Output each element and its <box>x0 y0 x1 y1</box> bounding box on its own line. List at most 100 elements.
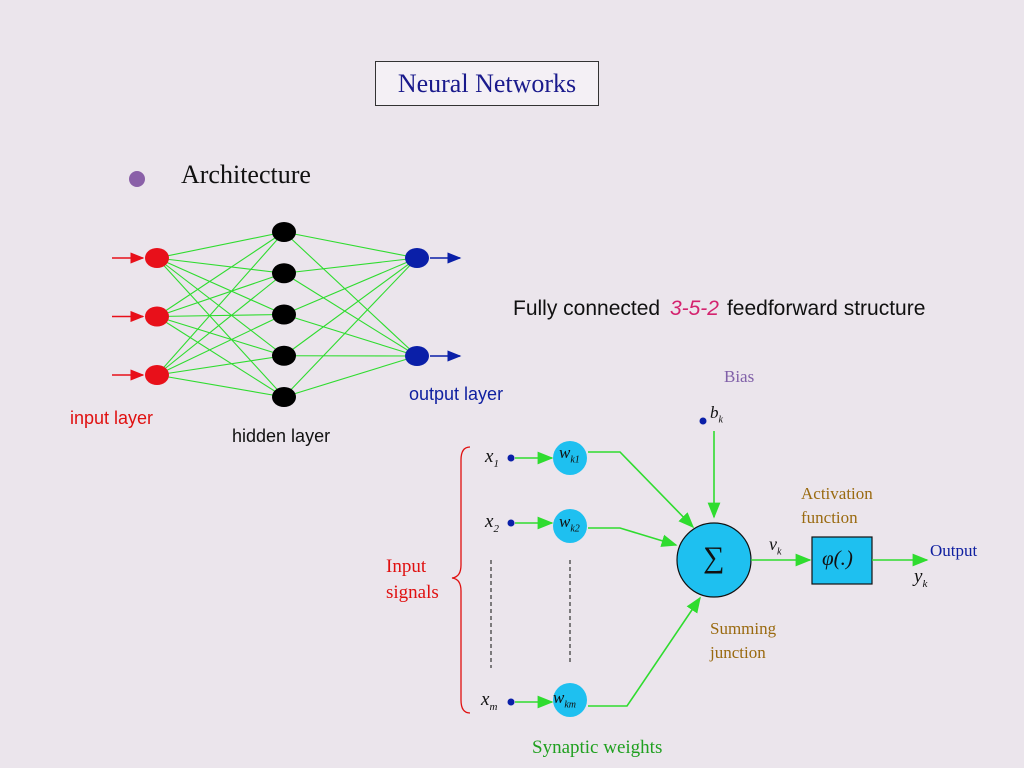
weight-node-m <box>553 683 587 717</box>
connection-in3-h5 <box>156 374 285 398</box>
connection-h2-out2 <box>283 272 418 357</box>
connection-h3-out2 <box>283 313 418 357</box>
w1-main: w <box>559 443 571 462</box>
connection-in2-h3 <box>156 313 285 318</box>
mlp-nodes <box>145 222 429 407</box>
input-signals-line1: Input <box>386 556 427 577</box>
vk-main: v <box>769 534 777 554</box>
arrow-w2-sum <box>588 527 678 547</box>
connection-in1-h4 <box>156 257 285 357</box>
output-node-1 <box>405 248 429 268</box>
hidden-node-3 <box>272 304 296 325</box>
sigma-icon: ∑ <box>703 541 725 574</box>
output-label: Output <box>930 541 978 560</box>
input-node-2 <box>145 306 169 327</box>
input-signals-brace <box>451 446 471 714</box>
wm-sub: km <box>564 699 577 711</box>
x2-main: x <box>485 511 494 532</box>
connection-in1-h3 <box>156 257 285 316</box>
input-signals-label: Input signals <box>386 554 439 606</box>
weight-node-1 <box>553 441 587 475</box>
output-node-2 <box>405 346 429 366</box>
yk-main: y <box>914 566 923 587</box>
connection-h5-out2 <box>283 355 418 398</box>
w2-sub: k2 <box>570 523 580 535</box>
caption-structure: 3-5-2 <box>669 297 719 320</box>
connection-h1-out1 <box>283 231 418 259</box>
input-dot-2 <box>507 519 515 527</box>
structure-caption: Fully connected 3-5-2 feedforward structu… <box>513 297 925 321</box>
connection-in2-h1 <box>156 231 285 317</box>
summing-junction-label: Summing junction <box>710 617 776 665</box>
connection-in1-h5 <box>156 257 285 398</box>
bias-symbol: bk <box>710 403 723 425</box>
bias-symbol-main: b <box>710 403 719 422</box>
summing-line2: junction <box>710 643 766 662</box>
mlp-connections <box>156 231 418 398</box>
w2-main: w <box>559 512 571 531</box>
hidden-node-4 <box>272 345 296 366</box>
input-signals-line2: signals <box>386 582 439 603</box>
weight-w1-label: wk1 <box>559 443 580 465</box>
section-heading: Architecture <box>181 160 311 189</box>
input-node-1 <box>145 248 169 268</box>
input-x1-label: x1 <box>485 446 499 470</box>
caption-suffix: feedforward structure <box>726 297 926 320</box>
xm-main: x <box>481 689 490 710</box>
caption-prefix: Fully connected <box>513 297 661 320</box>
connection-in2-h2 <box>156 272 285 318</box>
hidden-node-5 <box>272 387 296 407</box>
input-dot-m <box>507 698 515 706</box>
input-layer-label: input layer <box>70 408 154 428</box>
connection-in3-h4 <box>156 355 285 376</box>
w1-sub: k1 <box>570 454 580 466</box>
connection-h1-out2 <box>283 231 418 357</box>
arrow-wm-sum <box>588 596 701 707</box>
yk-sub: k <box>922 577 928 590</box>
connection-h3-out1 <box>283 257 418 316</box>
xm-sub: m <box>489 700 498 713</box>
connection-in2-h4 <box>156 315 285 357</box>
activation-function-label: Activation function <box>801 482 873 530</box>
input-node-3 <box>145 365 169 385</box>
hidden-layer-label: hidden layer <box>232 426 331 446</box>
weight-w2-label: wk2 <box>559 512 580 534</box>
input-xm-label: xm <box>481 689 497 713</box>
hidden-node-2 <box>272 263 296 284</box>
bias-label: Bias <box>724 367 755 386</box>
weight-wm-label: wkm <box>553 688 576 710</box>
activation-line1: Activation <box>801 484 873 503</box>
bias-dot <box>699 417 707 425</box>
connection-in1-h1 <box>156 231 285 259</box>
connection-in3-h1 <box>156 231 285 376</box>
input-dot-1 <box>507 454 515 462</box>
summing-line1: Summing <box>710 619 777 638</box>
x1-main: x <box>485 446 494 467</box>
arrow-w1-sum <box>588 451 695 529</box>
activation-line2: function <box>801 508 858 527</box>
connection-in3-h2 <box>156 272 285 376</box>
input-x2-label: x2 <box>485 511 499 535</box>
weight-node-2 <box>553 509 587 543</box>
x1-sub: 1 <box>493 457 499 470</box>
vk-sub: k <box>777 546 782 558</box>
bullet-dot-icon <box>129 171 145 187</box>
activation-symbol: φ(.) <box>822 546 853 570</box>
connection-h5-out1 <box>283 257 418 398</box>
connection-h4-out1 <box>283 257 418 357</box>
output-layer-label: output layer <box>409 384 504 404</box>
x2-sub: 2 <box>493 522 499 535</box>
slide-title: Neural Networks <box>375 61 599 106</box>
hidden-node-1 <box>272 222 296 242</box>
mlp-arrows <box>112 252 462 381</box>
connection-in1-h2 <box>156 257 285 274</box>
connection-in2-h5 <box>156 316 285 398</box>
output-symbol: yk <box>914 566 927 590</box>
synaptic-weights-label: Synaptic weights <box>532 737 663 758</box>
induced-field-label: vk <box>769 534 781 558</box>
connection-in3-h3 <box>156 314 285 376</box>
wm-main: w <box>553 688 565 707</box>
bias-symbol-sub: k <box>718 414 723 426</box>
connection-h2-out1 <box>283 257 418 274</box>
